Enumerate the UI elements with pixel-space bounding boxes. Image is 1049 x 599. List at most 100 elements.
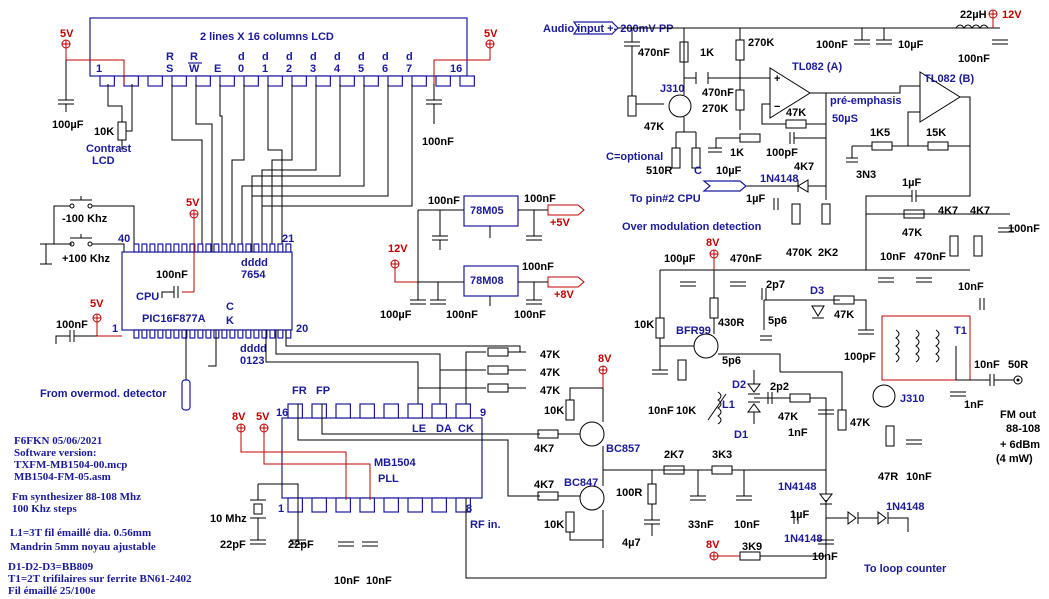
svg-text:5V: 5V [60, 28, 74, 40]
svg-text:47K: 47K [644, 121, 664, 133]
svg-text:RF in.: RF in. [470, 519, 501, 531]
pic-mcu [121, 251, 293, 331]
svg-text:3K3: 3K3 [712, 449, 732, 461]
svg-text:D2: D2 [732, 379, 746, 391]
pic-pin21: 21 [282, 233, 294, 245]
bc847-transistor [579, 485, 605, 511]
ic-pin [269, 243, 276, 253]
svg-text:10µF: 10µF [716, 165, 742, 177]
svg-text:10nF: 10nF [958, 281, 984, 293]
svg-text:Mandrin 5mm noyau ajustable: Mandrin 5mm noyau ajustable [10, 541, 156, 553]
ic-pin [277, 243, 284, 253]
audio-input-label: Audio input +- 200mV PP [543, 23, 674, 35]
svg-text:BFR99: BFR99 [676, 325, 711, 337]
ic-pin [407, 403, 423, 419]
svg-text:TL082 (A): TL082 (A) [792, 61, 842, 73]
ic-pin [173, 243, 180, 253]
svg-text:2K2: 2K2 [818, 247, 838, 259]
rail-5v-mclr: 5V [90, 298, 122, 337]
svg-text:47K: 47K [786, 107, 806, 119]
c100n-pic2-label: 100nF [56, 319, 88, 331]
svg-text:1N4148: 1N4148 [784, 533, 823, 545]
ic-pin [165, 243, 172, 253]
j310-jfet-b [872, 384, 896, 408]
svg-text:3N3: 3N3 [856, 169, 876, 181]
ic-pin [253, 243, 260, 253]
ic-pin [285, 243, 292, 253]
svg-text:1nF: 1nF [964, 399, 984, 411]
ic-pin [277, 329, 284, 339]
svg-text:100nF: 100nF [428, 195, 460, 207]
ic-pin [157, 243, 164, 253]
ic-pin [411, 75, 427, 87]
ic-pin [245, 329, 252, 339]
lcd-rs-r: R [166, 51, 174, 63]
rail-8v-pll: 8V [598, 353, 612, 388]
ic-pin [335, 403, 351, 419]
svg-text:12V: 12V [388, 243, 408, 255]
ic-pin [189, 243, 196, 253]
lcd-rw-r: R [190, 51, 198, 63]
ic-pin [149, 329, 156, 339]
out-5v-arrow: +5V [547, 204, 585, 229]
rail-5v-lcd-right: 5V [433, 28, 498, 84]
pic-pin1: 1 [112, 323, 118, 335]
ic-pin [219, 75, 235, 87]
lcd-pin16: 16 [450, 63, 462, 75]
svg-text:(4 mW): (4 mW) [996, 453, 1033, 465]
svg-text:50µS: 50µS [832, 113, 858, 125]
svg-text:2: 2 [286, 63, 292, 75]
svg-text:C: C [694, 165, 702, 177]
svg-text:100nF: 100nF [524, 193, 556, 205]
lcd-pins [99, 75, 475, 87]
svg-text:D3: D3 [810, 285, 824, 297]
pic-k: K [226, 315, 234, 327]
ic-pin [221, 243, 228, 253]
svg-text:78M05: 78M05 [470, 205, 504, 217]
svg-text:10K: 10K [634, 319, 654, 331]
ic-pin [123, 75, 139, 87]
svg-text:T1=2T trifilaires sur ferrite: T1=2T trifilaires sur ferrite BN61-2402 [8, 573, 192, 585]
j310-jfet-a [668, 94, 692, 118]
svg-text:FP: FP [316, 385, 330, 397]
ic-pin [133, 329, 140, 339]
svg-text:DA: DA [436, 423, 452, 435]
svg-text:1µF: 1µF [902, 177, 921, 189]
svg-text:To pin#2 CPU: To pin#2 CPU [630, 193, 701, 205]
ic-pin [359, 403, 375, 419]
svg-text:L1: L1 [722, 399, 735, 411]
lcd-rw-w: W [189, 63, 200, 75]
audio-input-connector [572, 21, 619, 35]
rail-12v-filter: 12V [988, 9, 1022, 28]
svg-text:2K7: 2K7 [664, 449, 684, 461]
ic-pin [285, 329, 292, 339]
bfr99-transistor [693, 333, 719, 359]
svg-text:47R: 47R [878, 471, 898, 483]
svg-text:5V: 5V [484, 28, 498, 40]
svg-text:+ 6dBm: + 6dBm [1000, 439, 1040, 451]
svg-text:100nF: 100nF [816, 39, 848, 51]
pic-pins [133, 243, 292, 339]
svg-text:BC847: BC847 [564, 477, 598, 489]
ic-pin [181, 243, 188, 253]
diode-1n4148-a [797, 179, 809, 193]
svg-text:470nF: 470nF [702, 87, 734, 99]
switch-plus[interactable]: +100 Khz [40, 234, 125, 265]
svg-text:1nF: 1nF [788, 427, 808, 439]
ic-pin [147, 75, 163, 87]
svg-text:BC857: BC857 [606, 443, 640, 455]
svg-text:4K7: 4K7 [534, 479, 554, 491]
svg-text:100µF: 100µF [380, 309, 412, 321]
reg-78m08 [463, 265, 519, 297]
reg-78m05 [463, 195, 519, 227]
svg-text:1N4148: 1N4148 [886, 501, 925, 513]
rail-5v-pll: 5V [256, 411, 371, 500]
svg-text:D1: D1 [734, 429, 748, 441]
c100n-lcd-label: 100nF [422, 136, 454, 148]
svg-text:5p6: 5p6 [722, 355, 741, 367]
diode-1n4148-d [877, 511, 887, 525]
svg-text:100nF: 100nF [514, 309, 546, 321]
switch-minus[interactable]: -100 Khz [53, 196, 135, 244]
svg-text:470K: 470K [786, 247, 812, 259]
svg-text:10nF: 10nF [734, 519, 760, 531]
